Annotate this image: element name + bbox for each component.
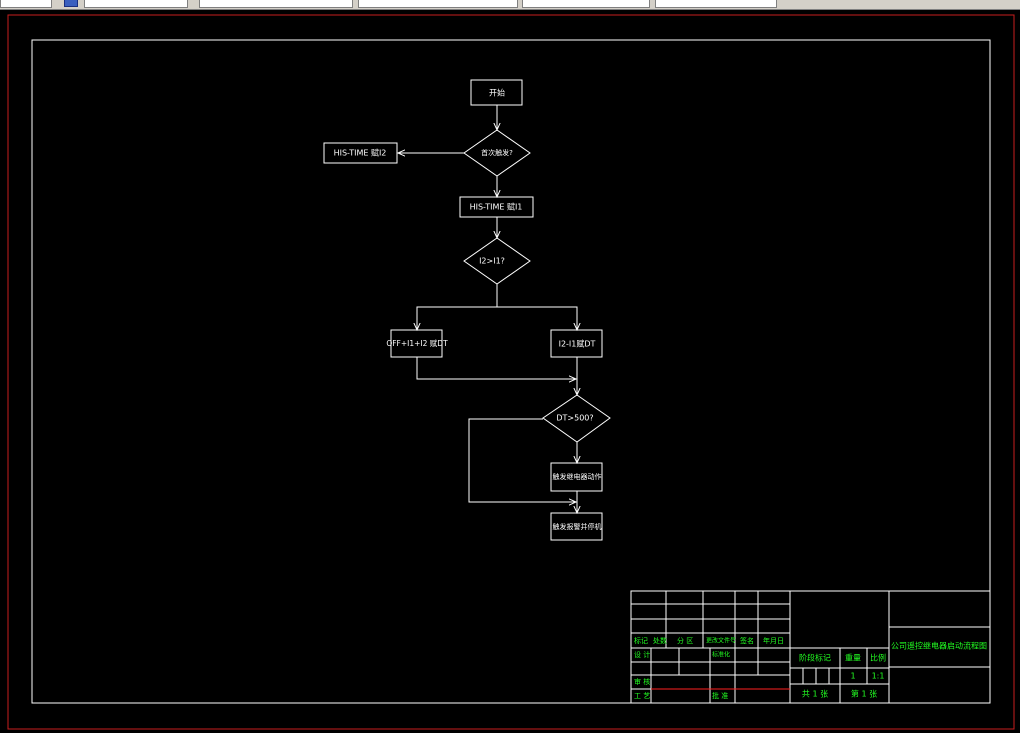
scale-label: 比例 xyxy=(870,653,886,663)
his-time-i2-box[interactable] xyxy=(323,142,398,164)
start-label: 开始 xyxy=(489,88,505,98)
toolbar-field-6[interactable] xyxy=(655,0,777,8)
toolbar-field-4[interactable] xyxy=(358,0,518,8)
design-label: 设 计 xyxy=(634,650,650,659)
connector-decision2-left xyxy=(417,284,498,330)
toolbar-field-3[interactable] xyxy=(199,0,353,8)
decision2-label: I2>I1? xyxy=(479,257,505,266)
decision1-diamond[interactable] xyxy=(463,129,531,177)
diff-calc-label: I2-I1赋DT xyxy=(559,340,596,349)
title-block xyxy=(630,590,991,704)
toolbar-field-1[interactable] xyxy=(0,0,52,8)
outer-border xyxy=(7,14,1015,730)
decision2-diamond[interactable] xyxy=(463,237,531,285)
process-label-tb: 工 艺 xyxy=(634,692,650,700)
toolbar-field-2[interactable] xyxy=(84,0,188,8)
stage-label: 阶段标记 xyxy=(799,653,831,663)
standardize-label: 标准化 xyxy=(712,651,730,659)
approve-label: 批 准 xyxy=(712,691,728,700)
toolbar xyxy=(0,0,1020,10)
weight-label: 重量 xyxy=(845,653,861,663)
end-label: 触发报警并停机 xyxy=(553,522,602,531)
header-change-doc: 更改文件号 xyxy=(706,637,736,645)
connector-decision2-right xyxy=(497,306,577,330)
connector-decision3-loop xyxy=(468,418,576,502)
header-date: 年月日 xyxy=(763,636,784,645)
toolbar-field-5[interactable] xyxy=(522,0,650,8)
header-count: 处数 xyxy=(653,636,667,645)
decision3-label: DT>500? xyxy=(556,414,593,423)
his-time-i1-label: HIS-TIME 赋I1 xyxy=(470,203,523,212)
decision3-diamond[interactable] xyxy=(542,394,611,443)
total-sheets: 共 1 张 xyxy=(802,690,828,699)
header-zone: 分 区 xyxy=(677,636,693,645)
connector-left-merge xyxy=(416,357,576,379)
off-calc-label: OFF+I1+I2 赋DT xyxy=(386,339,448,348)
inner-border xyxy=(31,39,991,704)
start-box[interactable] xyxy=(470,79,523,106)
layer-icon[interactable] xyxy=(64,0,78,7)
header-mark: 标记 xyxy=(634,636,648,645)
his-time-i1-box[interactable] xyxy=(459,196,534,218)
quantity-value: 1 xyxy=(850,672,855,681)
scale-value: 1:1 xyxy=(872,672,885,681)
process-label: 触发继电器动作 xyxy=(553,472,602,481)
decision1-label: 首次触发? xyxy=(481,148,513,157)
his-time-i2-label: HIS-TIME 赋I2 xyxy=(334,149,387,158)
diff-calc-box[interactable] xyxy=(550,329,603,358)
sheet-number: 第 1 张 xyxy=(851,689,877,699)
process-box[interactable] xyxy=(550,462,603,492)
end-box[interactable] xyxy=(550,512,603,541)
off-calc-box[interactable] xyxy=(390,329,443,358)
drawing-title: 公司遥控继电器启动流程图 xyxy=(891,641,987,651)
header-signature: 签名 xyxy=(740,636,754,645)
review-label: 审 核 xyxy=(634,677,650,686)
